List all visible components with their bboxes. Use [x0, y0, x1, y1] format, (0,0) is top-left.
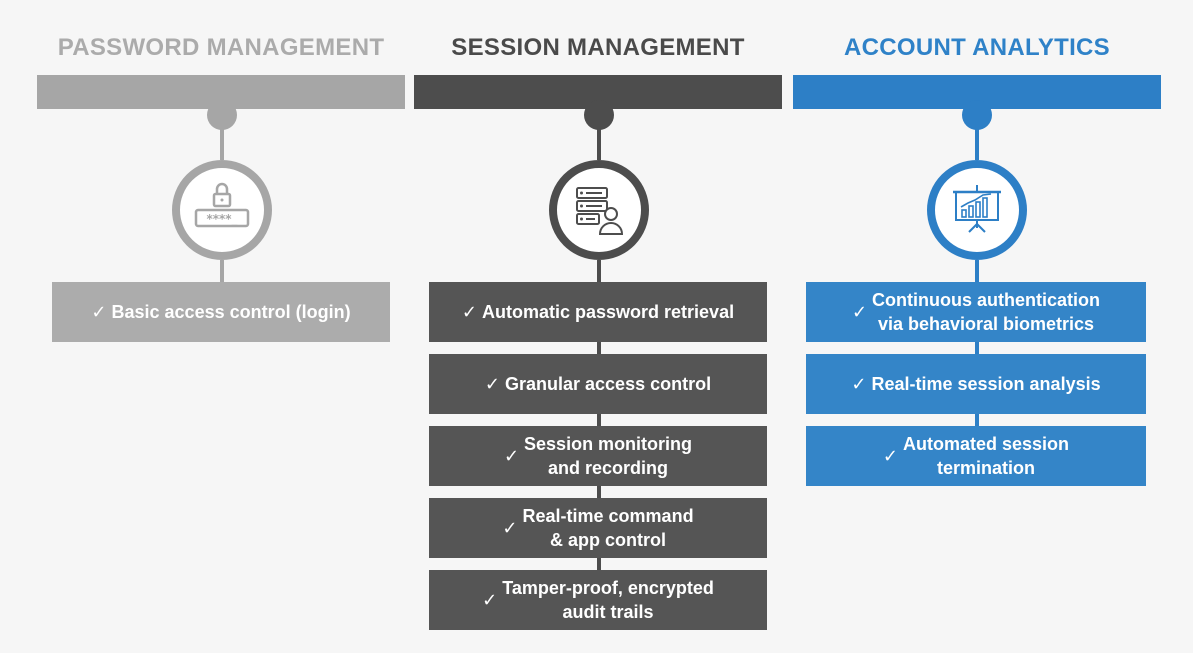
column-session-management: SESSION MANAGEMENT ✓ Automatic password …: [412, 0, 784, 653]
check-icon: ✓: [91, 302, 107, 322]
column-title: ACCOUNT ANALYTICS: [844, 34, 1110, 61]
feature-text: Automated session termination: [903, 434, 1070, 478]
check-icon: ✓: [851, 374, 867, 394]
feature-item: ✓ Granular access control: [429, 354, 767, 414]
feature-text: Tamper-proof, encrypted audit trails: [502, 578, 714, 622]
feature-text: Granular access control: [505, 374, 712, 394]
connector-line: [597, 120, 601, 160]
connector-line: [220, 120, 224, 160]
check-icon: ✓: [851, 302, 868, 322]
svg-text:****_: ****_: [206, 212, 237, 227]
feature-text: Continuous authentication via behavioral…: [872, 290, 1101, 334]
icon-ring: [549, 160, 649, 260]
column-title: SESSION MANAGEMENT: [451, 34, 745, 61]
connector-line: [975, 120, 979, 160]
analytics-board-icon: [953, 185, 1001, 233]
connector-line: [220, 260, 224, 282]
feature-item: ✓ Continuous authentication via behavior…: [806, 282, 1146, 342]
feature-item: ✓ Automatic password retrieval: [429, 282, 767, 342]
feature-text: Basic access control (login): [111, 302, 351, 322]
feature-item: ✓ Basic access control (login): [52, 282, 390, 342]
feature-item: ✓ Tamper-proof, encrypted audit trails: [429, 570, 767, 630]
check-icon: ✓: [484, 374, 500, 394]
feature-item: ✓ Real-time session analysis: [806, 354, 1146, 414]
check-icon: ✓: [503, 446, 520, 466]
icon-ring: ****_: [172, 160, 272, 260]
feature-item: ✓ Automated session termination: [806, 426, 1146, 486]
check-icon: ✓: [502, 518, 518, 538]
lock-password-icon: ****_: [194, 182, 250, 228]
feature-text: Session monitoring and recording: [524, 434, 693, 478]
check-icon: ✓: [882, 446, 899, 466]
feature-item: ✓ Session monitoring and recording: [429, 426, 767, 486]
icon-ring: [927, 160, 1027, 260]
column-title: PASSWORD MANAGEMENT: [57, 34, 385, 61]
server-user-icon: [576, 187, 624, 235]
feature-text: Real-time session analysis: [871, 374, 1101, 394]
feature-text: Real-time command & app control: [522, 506, 694, 550]
column-password-management: PASSWORD MANAGEMENT ****_ ✓ Basic access…: [35, 0, 407, 653]
feature-item: ✓ Real-time command & app control: [429, 498, 767, 558]
check-icon: ✓: [461, 302, 477, 322]
column-account-analytics: ACCOUNT ANALYTICS ✓ Continuous authentic…: [791, 0, 1163, 653]
check-icon: ✓: [482, 590, 498, 610]
feature-text: Automatic password retrieval: [482, 302, 735, 322]
